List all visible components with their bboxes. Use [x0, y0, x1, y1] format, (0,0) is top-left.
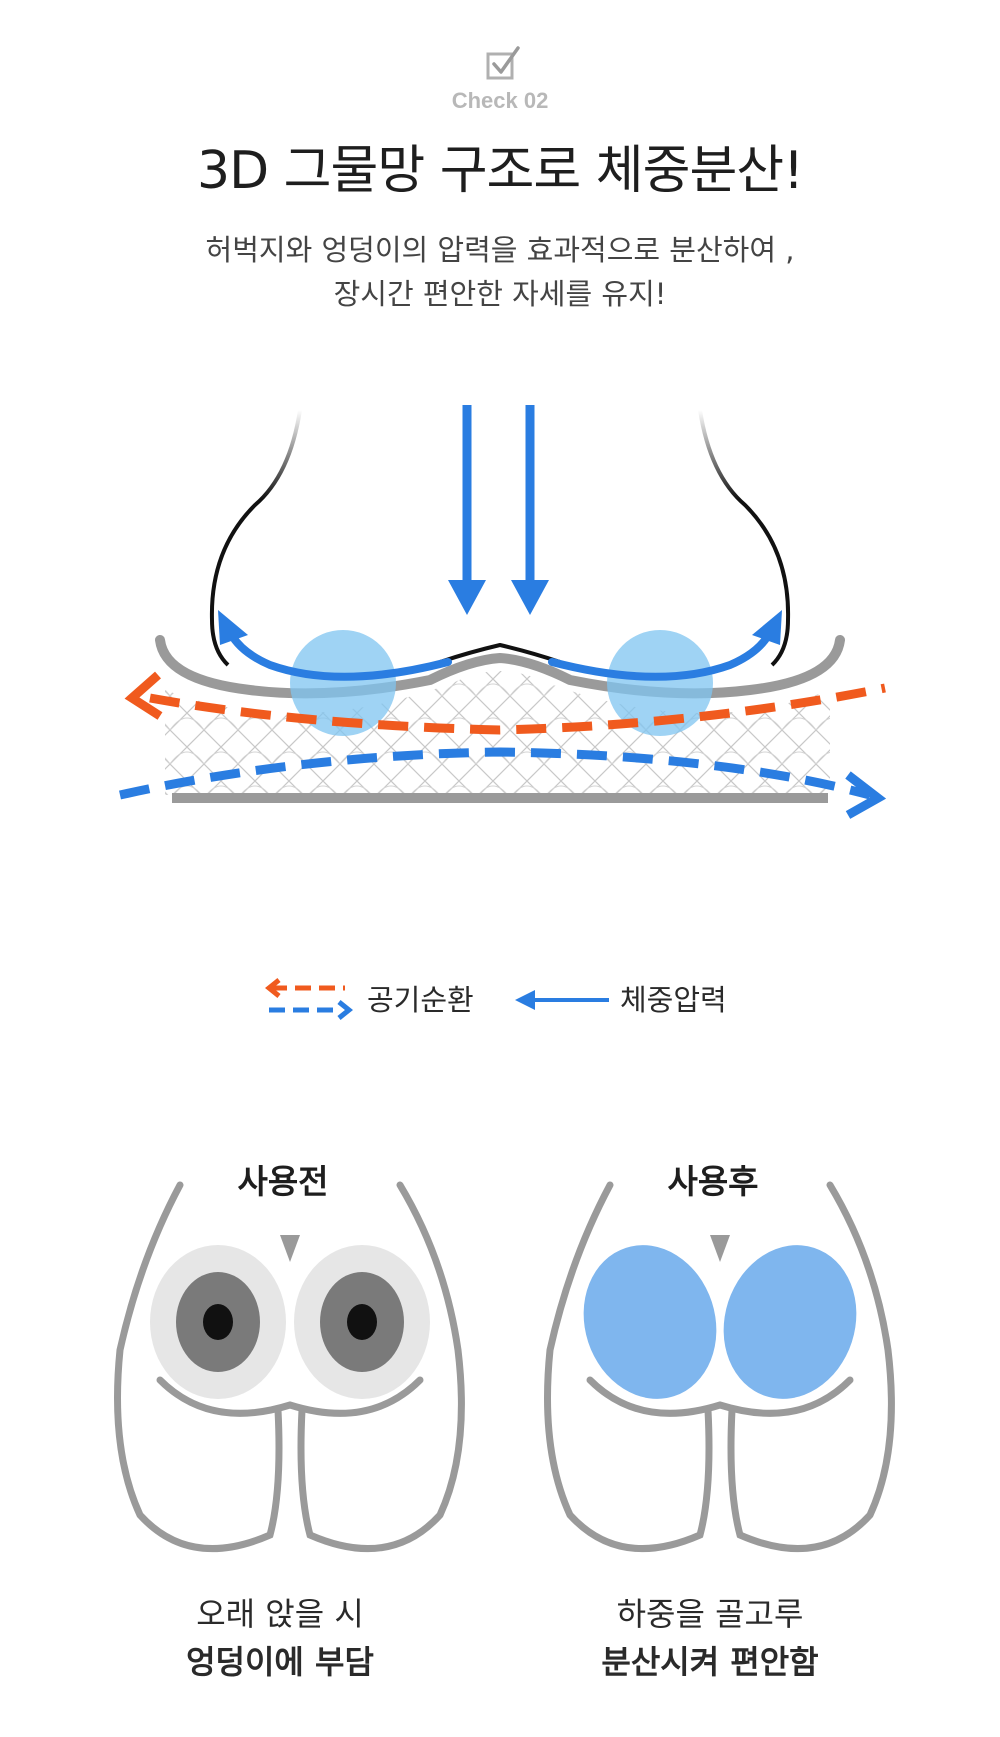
before-title: 사용전: [237, 1162, 329, 1201]
pressure-point-right: [607, 630, 713, 736]
after-distribution-left: [583, 1245, 717, 1399]
after-caption: 하중을 골고루 분산시켜 편안함: [520, 1590, 900, 1686]
cushion-diagram: [119, 405, 887, 819]
weight-pressure-arrows: [448, 405, 549, 615]
distribution-arrows: [218, 610, 782, 681]
cushion-base-layer: [172, 793, 828, 803]
before-caption-line-2: 엉덩이에 부담: [186, 1643, 374, 1681]
before-caption: 오래 앉을 시 엉덩이에 부담: [90, 1590, 470, 1686]
after-caption-line-2: 분산시켜 편안함: [601, 1643, 819, 1681]
description-line-1: 허벅지와 엉덩이의 압력을 효과적으로 분산하여 ,: [205, 233, 795, 267]
mesh-structure: [165, 671, 830, 795]
air-circulation-blue: [119, 747, 887, 819]
description-line-2: 장시간 편안한 자세를 유지!: [333, 277, 667, 311]
pressure-legend-icon: [515, 990, 609, 1010]
before-diagram: [114, 1181, 465, 1553]
after-caption-line-1: 하중을 골고루: [616, 1595, 804, 1633]
legend-air-label: 공기순환: [367, 983, 474, 1017]
before-pressure-left: [150, 1245, 286, 1399]
legend-pressure-label: 체중압력: [620, 983, 727, 1017]
after-diagram: [544, 1181, 895, 1553]
legend: 공기순환 체중압력: [0, 978, 1000, 1020]
cushion-top-layer: [155, 635, 845, 699]
before-pressure-right: [294, 1245, 430, 1399]
air-circulation-orange: [124, 671, 886, 735]
checkbox-icon: [486, 46, 520, 80]
after-title: 사용후: [667, 1162, 759, 1201]
check-label: Check 02: [451, 88, 549, 113]
description: 허벅지와 엉덩이의 압력을 효과적으로 분산하여 , 장시간 편안한 자세를 유…: [0, 228, 1000, 316]
after-distribution-right: [723, 1245, 857, 1399]
page-title: 3D 그물망 구조로 체중분산!: [197, 141, 804, 201]
before-caption-line-1: 오래 앉을 시: [196, 1595, 364, 1633]
air-flow-legend-icon: [265, 978, 354, 1020]
pressure-point-left: [290, 630, 396, 736]
body-outline: [209, 409, 791, 667]
